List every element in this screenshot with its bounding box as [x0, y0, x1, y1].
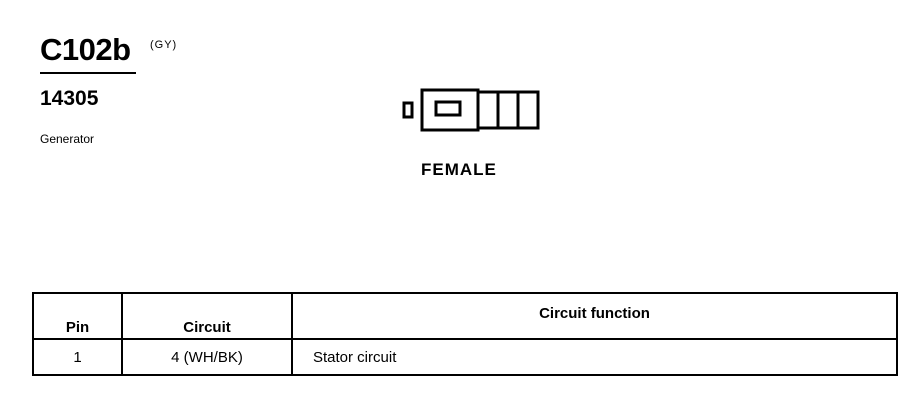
component-name: Generator: [40, 132, 95, 146]
column-header-pin: Pin: [32, 292, 123, 340]
pin-table: Pin Circuit Circuit function 1 4 (WH/BK)…: [32, 292, 898, 376]
function-cell: Stator circuit: [291, 338, 898, 376]
column-header-function: Circuit function: [291, 292, 898, 340]
pin-cavity: [434, 100, 462, 117]
connector-gender-label: FEMALE: [421, 160, 497, 179]
column-header-circuit: Circuit: [121, 292, 293, 340]
part-number: 14305: [40, 87, 99, 110]
connector-id: C102b: [40, 32, 131, 67]
connector-color-code: (GY): [150, 39, 178, 51]
title-underline: [40, 72, 136, 74]
connector-rear-shroud: [476, 90, 540, 130]
connector-latch: [402, 101, 414, 119]
circuit-cell: 4 (WH/BK): [121, 338, 293, 376]
connector-face-diagram: [402, 88, 540, 132]
table-row: 1 4 (WH/BK) Stator circuit: [32, 338, 898, 376]
table-header-row: Pin Circuit Circuit function: [32, 292, 898, 340]
connector-body: [420, 88, 480, 132]
pin-cell: 1: [32, 338, 123, 376]
